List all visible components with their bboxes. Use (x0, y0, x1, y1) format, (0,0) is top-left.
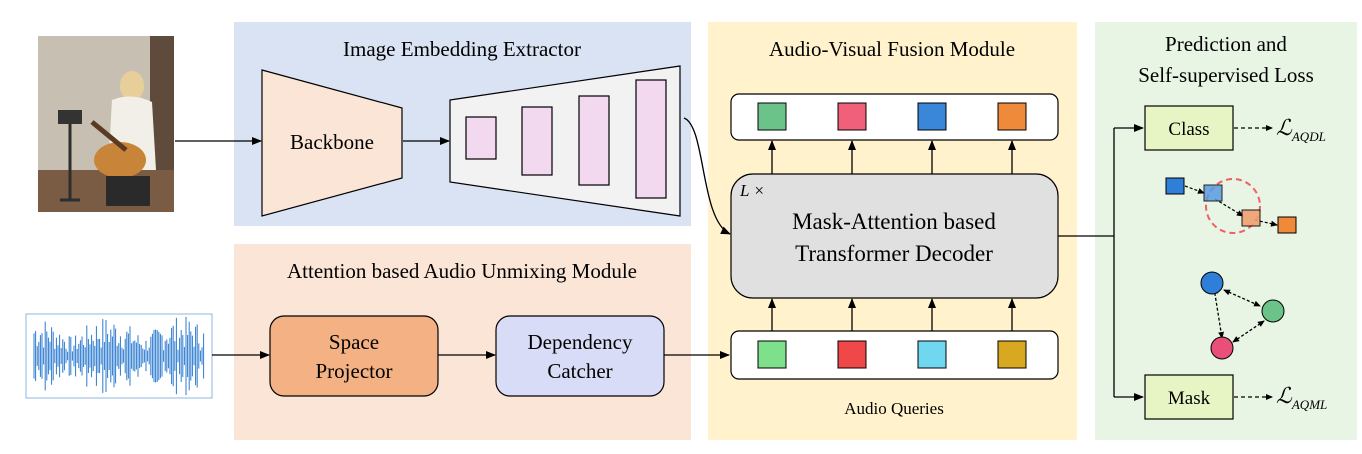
feature-map-2 (521, 106, 553, 176)
image-extractor-title: Image Embedding Extractor (343, 37, 581, 61)
dependency-catcher-line2: Catcher (547, 359, 612, 383)
class-token-distance-illustration (1165, 177, 1297, 234)
graph-node-green (1261, 299, 1285, 323)
space-projector-block (269, 315, 439, 397)
decoder-label-line2: Transformer Decoder (795, 241, 993, 266)
class-loss-subscript: AQDL (1291, 129, 1326, 144)
input-image (38, 36, 174, 212)
class-loss-label: ℒAQDL (1276, 115, 1326, 144)
audio-query-token (997, 340, 1027, 369)
fusion-title: Audio-Visual Fusion Module (769, 37, 1015, 61)
mask-loss-symbol: ℒ (1276, 383, 1293, 408)
class-head-block (1144, 105, 1234, 151)
feature-map-4 (635, 79, 667, 199)
feature-map-1 (465, 116, 497, 160)
feature-pyramid-block (449, 65, 681, 217)
fusion-output-token (917, 102, 947, 131)
token-blue-moved (1203, 184, 1223, 202)
prediction-panel (1095, 22, 1357, 440)
audio-query-token (757, 340, 787, 369)
dependency-catcher-line1: Dependency (528, 330, 633, 354)
class-loss-symbol: ℒ (1276, 115, 1293, 140)
class-head-label: Class (1168, 119, 1209, 140)
fusion-output-tokens (757, 102, 1027, 131)
feature-map-3 (578, 95, 610, 186)
space-projector-line2: Projector (316, 359, 393, 383)
graph-node-blue (1200, 271, 1224, 295)
audio-unmixing-title: Attention based Audio Unmixing Module (287, 259, 637, 283)
fusion-output-token (997, 102, 1027, 131)
audio-query-token (837, 340, 867, 369)
mask-head-label: Mask (1168, 388, 1211, 409)
token-orange-anchor (1277, 216, 1297, 234)
fusion-output-token (837, 102, 867, 131)
fusion-output-bar (730, 93, 1059, 141)
decoder-label-line1: Mask-Attention based (792, 209, 996, 234)
audio-queries-label: Audio Queries (844, 399, 944, 418)
token-blue-anchor (1165, 177, 1185, 195)
decoder-repeat-label: L × (739, 181, 765, 200)
fusion-output-token (757, 102, 787, 131)
mask-graph-illustration (1200, 271, 1285, 360)
mask-loss-label: ℒAQML (1276, 383, 1327, 412)
arrow-pyramid-to-decoder (683, 117, 731, 235)
token-arrows (768, 140, 1016, 331)
audio-waveform (33, 316, 205, 396)
token-orange-moved (1241, 209, 1261, 227)
audio-query-token (917, 340, 947, 369)
graph-node-pink (1210, 336, 1234, 360)
mask-loss-subscript: AQML (1291, 397, 1327, 412)
backbone-label: Backbone (290, 130, 374, 154)
dashed-margin-circle (1205, 178, 1261, 234)
transformer-decoder-block (730, 173, 1059, 299)
space-projector-line1: Space (329, 330, 379, 354)
mask-head-block (1144, 374, 1234, 420)
prediction-title-line1: Prediction and (1165, 32, 1287, 56)
audio-queries-bar (730, 330, 1059, 380)
dependency-catcher-block (495, 315, 665, 397)
backbone-block (261, 69, 403, 217)
audio-query-tokens (757, 340, 1027, 369)
prediction-title-line2: Self-supervised Loss (1138, 63, 1314, 87)
